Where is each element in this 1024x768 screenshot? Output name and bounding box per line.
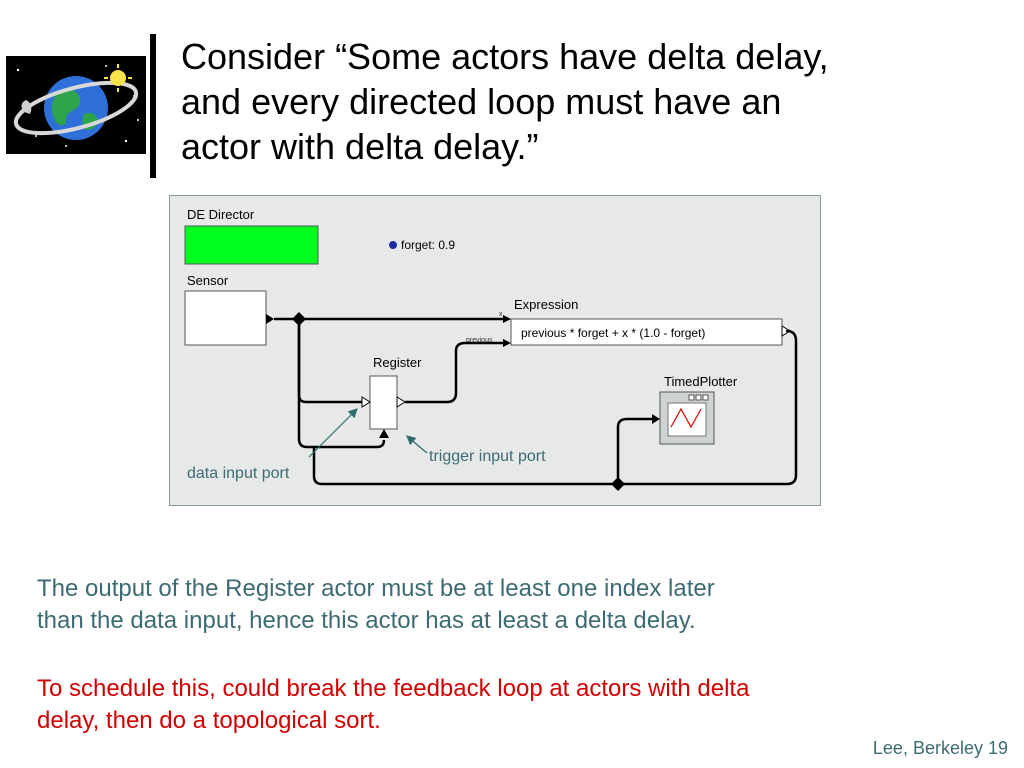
paragraph-line: The output of the Register actor must be… xyxy=(37,575,715,602)
expression-x-port[interactable] xyxy=(503,315,511,323)
paragraph-line: To schedule this, could break the feedba… xyxy=(37,675,750,702)
plotter-label: TimedPlotter xyxy=(664,374,738,389)
sensor-actor[interactable] xyxy=(184,290,267,346)
expression-port-previous-label: previous xyxy=(466,337,493,344)
sensor-label: Sensor xyxy=(187,273,229,288)
explanation-paragraph: The output of the Register actor must be… xyxy=(37,573,997,637)
schedule-paragraph: To schedule this, could break the feedba… xyxy=(37,673,997,737)
trigger-input-port-annotation: trigger input port xyxy=(429,448,546,465)
relation-vertex[interactable] xyxy=(292,312,306,326)
parameter-dot-icon xyxy=(389,241,397,249)
title-line: Consider “Some actors have delta delay, xyxy=(181,36,829,77)
register-output-port[interactable] xyxy=(396,396,406,408)
register-trigger-port[interactable] xyxy=(379,429,389,438)
sensor-output-port[interactable] xyxy=(266,314,274,324)
relation-vertex[interactable] xyxy=(611,477,625,491)
plotter-window-buttons-icon xyxy=(688,394,709,401)
expression-actor[interactable] xyxy=(510,318,783,346)
director-label: DE Director xyxy=(187,207,255,222)
register-label: Register xyxy=(373,355,422,370)
actor-diagram: DE Director forget: 0.9 Sensor Expressio… xyxy=(169,195,821,506)
slide-footer: Lee, Berkeley 19 xyxy=(872,738,1008,758)
trigger-port-pointer xyxy=(406,435,428,454)
expression-text: previous * forget + x * (1.0 - forget) xyxy=(521,326,705,340)
globe-logo-icon xyxy=(6,56,146,154)
connection-wires xyxy=(274,317,798,486)
register-actor[interactable] xyxy=(369,375,398,430)
forget-parameter[interactable]: forget: 0.9 xyxy=(401,238,455,252)
de-director[interactable] xyxy=(184,225,319,265)
title-line: actor with delta delay.” xyxy=(181,126,539,167)
paragraph-line: than the data input, hence this actor ha… xyxy=(37,607,696,634)
title-accent-bar xyxy=(150,34,156,178)
plotter-input-port[interactable] xyxy=(652,414,660,424)
expression-previous-port[interactable] xyxy=(503,339,511,347)
data-input-port-annotation: data input port xyxy=(187,465,290,482)
expression-port-x-label: x xyxy=(499,311,503,318)
paragraph-line: delay, then do a topological sort. xyxy=(37,707,381,734)
plot-wave-icon xyxy=(670,407,702,429)
data-port-pointer xyxy=(308,408,358,458)
title-line: and every directed loop must have an xyxy=(181,81,782,122)
slide-title: Consider “Some actors have delta delay, … xyxy=(181,34,981,169)
expression-label: Expression xyxy=(514,297,578,312)
